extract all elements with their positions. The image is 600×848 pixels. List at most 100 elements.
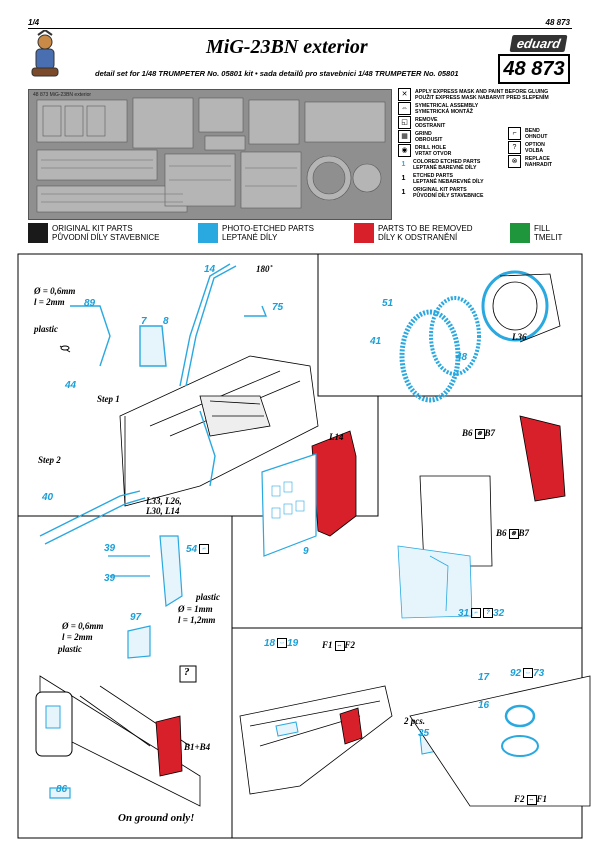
part-39b: 39 [104, 573, 116, 584]
part-75: 75 [272, 302, 284, 313]
bend-icon: ⌐ [508, 127, 521, 140]
length-note-2: l = 2mm [62, 632, 93, 642]
part-16: 16 [478, 700, 490, 711]
mascot-pilot-icon [31, 30, 59, 77]
bend-icon: ⌐ [471, 608, 482, 619]
quantity-note: 2 pcs. [404, 716, 425, 726]
legend-row: ⇔SYMETRICAL ASSEMBLY SYMETRICKÁ MONTÁŽ [398, 102, 576, 115]
page-title: MiG-23BN exterior [206, 36, 368, 58]
replace-icon: ⊗ [474, 428, 485, 439]
wing-root-drawing [239, 685, 393, 795]
part-32: 32 [493, 608, 505, 619]
part-92: 92 [510, 668, 522, 679]
plastic-note-3: plastic [58, 644, 82, 654]
swatch-color [28, 223, 48, 243]
part-48: 48 [456, 352, 468, 363]
swatch-label-cz: LEPTANÉ DÍLY [222, 233, 278, 242]
symmetric-icon: ⇔ [277, 638, 288, 649]
original-icon: 1 [401, 189, 406, 196]
legend-text: SYMETRICAL ASSEMBLY SYMETRICKÁ MONTÁŽ [415, 102, 479, 115]
instruction-drawing [17, 253, 591, 839]
option-question-mark: ? [184, 666, 190, 678]
plastic-note-2: plastic [196, 592, 220, 602]
swatch-label-cz: TMELIT [534, 233, 563, 242]
kit-part-l14: L14 [329, 432, 344, 442]
set-number-box: 48 873 [498, 54, 570, 84]
hatch-panels [397, 415, 566, 619]
legend-text: ETCHED PARTS LEPTANÉ NEBAREVNÉ DÍLY [413, 172, 484, 185]
swatch-color [510, 223, 530, 243]
part-31: 31 [458, 608, 470, 619]
ground-only-note: On ground only! [118, 812, 195, 824]
part-54-label: 54 [186, 544, 198, 555]
part-7: 7 [141, 316, 147, 327]
kit-label-f2: F2 [344, 640, 356, 650]
part-14: 14 [204, 264, 216, 275]
swatch-label-cz: DÍLY K ODSTRANĚNÍ [378, 233, 458, 242]
page-subtitle: detail set for 1/48 TRUMPETER No. 05801 … [95, 69, 459, 78]
legend-row: ◱REMOVE ODSTRANIT [398, 116, 576, 129]
part-51: 51 [382, 298, 394, 309]
part-18-19: 18⇔19 [264, 638, 298, 649]
rod-diameter-note: Ø = 1mm [178, 604, 213, 614]
plastic-note: plastic [34, 324, 58, 334]
red-removal-part [311, 430, 357, 537]
symmetric-icon: ⇔ [523, 668, 534, 679]
swatch-color [198, 223, 218, 243]
step-1-label: Step 1 [97, 394, 120, 404]
kit-part-b6: B6⊗B7 [462, 428, 495, 439]
legend-row: ⊗REPLACE NAHRADIT [508, 155, 552, 168]
part-19: 19 [287, 638, 299, 649]
intake-rings [399, 270, 561, 403]
drill-icon: ◉ [398, 144, 411, 157]
part-17: 17 [478, 672, 490, 683]
legend-text: OPTION VOLBA [525, 141, 545, 154]
etched-parts-blue [39, 263, 268, 545]
legend-text: COLORED ETCHED PARTS LEPTANÉ BAREVNÉ DÍL… [413, 158, 481, 171]
symbol-legend: ✕APPLY EXPRESS MASK AND PAINT BEFORE GLU… [398, 88, 576, 200]
part-92-73: 92⇔73 [510, 668, 544, 679]
part-40: 40 [42, 492, 54, 503]
part-54: 54⌐ [186, 544, 210, 555]
legend-text: GRIND OBROUSIT [415, 130, 443, 143]
drill-diameter-note: Ø = 0,6mm [34, 286, 76, 296]
fret-label: 48 873 MiG-23BN exterior [33, 92, 92, 98]
legend-text: BEND OHNOUT [525, 127, 548, 140]
legend-text: REMOVE ODSTRANIT [415, 116, 446, 129]
etched-plate-9 [261, 453, 317, 557]
angle-label: 180˚ [256, 264, 273, 274]
legend-row: ⌐ BEND OHNOUT [508, 127, 552, 140]
option-icon: ? [508, 141, 521, 154]
kit-part-f2-f1: F2⇔F1 [514, 794, 547, 805]
red-part-wing [339, 707, 363, 745]
kit-label-b6: B6 [462, 428, 473, 438]
fuselage-spine [409, 675, 591, 807]
kit-part-l36: L36 [512, 332, 527, 342]
symmetric-icon: ⇔ [526, 794, 537, 805]
replace-icon: ⊗ [508, 528, 519, 539]
fuselage-bay-drawing [119, 355, 319, 507]
kit-part-f1-f2: F1⇔F2 [322, 640, 355, 651]
option-box [179, 665, 197, 683]
legend-text: APPLY EXPRESS MASK AND PAINT BEFORE GLUI… [415, 88, 549, 101]
part-97: 97 [130, 612, 142, 623]
part-18: 18 [264, 638, 276, 649]
part-41: 41 [370, 336, 382, 347]
part-8: 8 [163, 316, 169, 327]
swatch-label: PARTS TO BE REMOVED [378, 224, 473, 233]
part-86: 86 [56, 784, 68, 795]
symmetric-icon: ⇔ [334, 640, 345, 651]
part-44: 44 [65, 380, 77, 391]
bracket-parts [49, 535, 183, 799]
rod-length-note: l = 1,2mm [178, 615, 216, 625]
legend-row: ▦GRIND OBROUSIT [398, 130, 576, 143]
legend-row: ◉DRILL HOLE VRTAT OTVOR [398, 144, 576, 157]
swatch-label: ORIGINAL KIT PARTS [52, 224, 133, 233]
drill-diameter-note-2: Ø = 0,6mm [62, 621, 104, 631]
header-rule [28, 28, 572, 29]
swatch-label-cz: PŮVODNÍ DÍLY STAVEBNICE [52, 233, 160, 242]
